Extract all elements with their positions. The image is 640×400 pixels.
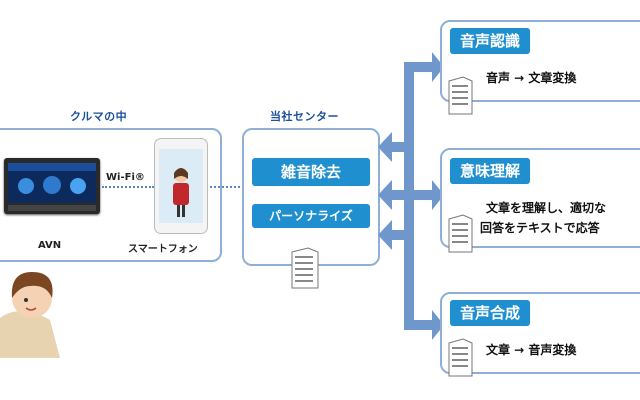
arrow-top-head (432, 52, 444, 82)
center-server-icon (291, 247, 319, 289)
avn-label: AVN (38, 240, 62, 251)
arrow-to-center-mid-head (378, 180, 392, 210)
service-desc-recognition: 音声 → 文章変換 (486, 71, 577, 85)
noise-removal-tag: 雑音除去 (252, 158, 370, 186)
service-title-understanding: 意味理解 (450, 158, 530, 184)
arrow-to-center-low (390, 230, 406, 240)
service-title-synthesis: 音声合成 (450, 300, 530, 326)
connector-arrows (378, 52, 444, 340)
server-icon (448, 76, 473, 115)
service-desc-understanding-line2: 回答をテキストで応答 (480, 221, 600, 235)
arrow-middle-branch (404, 190, 434, 200)
service-desc-synthesis: 文章 → 音声変換 (486, 343, 577, 357)
avn-screen-icon (8, 163, 96, 211)
car-heading: クルマの中 (70, 110, 128, 123)
server-icon (448, 214, 473, 253)
service-desc-understanding-line1: 文章を理解し、適切な (486, 201, 607, 215)
car-center-link (210, 186, 244, 188)
personalize-tag: パーソナライズ (252, 204, 370, 228)
center-panel (242, 128, 380, 266)
service-title-recognition: 音声認識 (450, 28, 530, 54)
driver-icon (0, 272, 60, 358)
wifi-link-line (102, 186, 154, 188)
arrow-top-branch (404, 62, 434, 72)
avn-unit (4, 158, 100, 214)
server-icon (448, 338, 473, 377)
smartphone-screen-icon (159, 149, 203, 223)
smartphone-label: スマートフォン (128, 244, 198, 255)
arrow-bottom-branch (404, 320, 434, 330)
center-heading: 当社センター (270, 110, 339, 123)
arrow-to-center-top (390, 142, 406, 152)
arrow-to-center-top-head (378, 132, 392, 162)
arrow-to-center-mid (390, 190, 406, 200)
wifi-label: Wi-Fi® (106, 172, 145, 183)
arrow-to-center-low-head (378, 220, 392, 250)
arrow-bottom-head (432, 310, 444, 340)
arrow-middle-head (432, 180, 444, 210)
smartphone (154, 138, 208, 234)
